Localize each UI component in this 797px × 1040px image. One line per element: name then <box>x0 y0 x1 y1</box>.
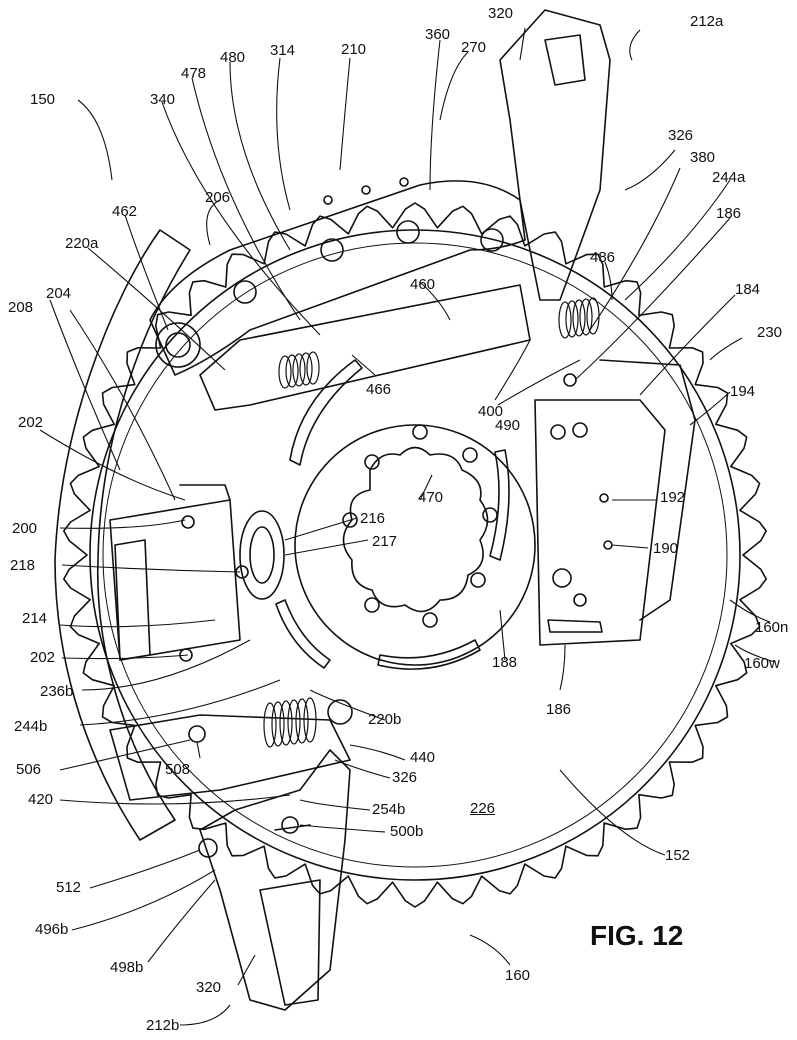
web-slot <box>275 599 331 669</box>
chainring-teeth <box>63 202 767 908</box>
label-320-bottom: 320 <box>196 979 222 996</box>
label-202-bottom: 202 <box>30 649 56 666</box>
figure-caption: FIG. 12 <box>590 920 684 951</box>
label-500b: 500b <box>390 823 424 840</box>
web-slot <box>489 449 510 561</box>
label-150: 150 <box>30 91 56 108</box>
label-380: 380 <box>690 149 716 166</box>
label-160n: 160n <box>755 619 789 636</box>
bottom-spring <box>263 697 317 748</box>
label-508: 508 <box>165 761 191 778</box>
label-217: 217 <box>372 533 398 550</box>
label-314: 314 <box>270 42 296 59</box>
label-466: 466 <box>366 381 392 398</box>
label-152: 152 <box>665 847 691 864</box>
top-spring-left <box>278 351 320 389</box>
label-326-top: 326 <box>668 127 694 144</box>
bolt-hole <box>422 612 438 628</box>
label-236b: 236b <box>40 683 74 700</box>
label-490: 490 <box>495 417 521 434</box>
label-218: 218 <box>10 557 36 574</box>
bolt-hole <box>462 447 478 463</box>
label-206: 206 <box>205 189 231 206</box>
label-496b: 496b <box>35 921 69 938</box>
label-498b: 498b <box>110 959 144 976</box>
label-440: 440 <box>410 749 436 766</box>
bolt-hole <box>412 424 428 440</box>
label-470: 470 <box>418 489 444 506</box>
spider-outer <box>294 424 536 666</box>
label-226: 226 <box>470 800 496 817</box>
top-lever-arm <box>499 9 611 301</box>
label-460: 460 <box>410 276 436 293</box>
left-actuator-box <box>109 499 241 661</box>
pivot-bushing-inner <box>165 332 191 358</box>
chainring-web-ring <box>102 242 728 868</box>
label-340: 340 <box>150 91 176 108</box>
label-212a: 212a <box>690 13 724 30</box>
right-actuator-box <box>534 399 666 646</box>
label-192: 192 <box>660 489 686 506</box>
label-244b: 244b <box>14 718 48 735</box>
bolt-hole <box>364 454 380 470</box>
label-512: 512 <box>56 879 82 896</box>
right-actuator-cover <box>599 359 696 621</box>
label-244a: 244a <box>712 169 746 186</box>
left-side-plate <box>54 229 191 841</box>
label-220a: 220a <box>65 235 99 252</box>
label-216: 216 <box>360 510 386 527</box>
label-188: 188 <box>492 654 518 671</box>
bolt-hole <box>342 512 358 528</box>
bottom-lever-arm <box>199 749 351 1011</box>
pivot-bushing <box>155 322 201 368</box>
label-220b: 220b <box>368 711 402 728</box>
label-230: 230 <box>757 324 783 341</box>
bolt-hole <box>470 572 486 588</box>
left-actuator-face <box>114 539 151 661</box>
label-160w: 160w <box>744 655 780 672</box>
label-478: 478 <box>181 65 207 82</box>
label-480: 480 <box>220 49 246 66</box>
label-160: 160 <box>505 967 531 984</box>
label-202-top: 202 <box>18 414 44 431</box>
label-326-bottom: 326 <box>392 769 418 786</box>
label-186-bottom: 186 <box>546 701 572 718</box>
label-320-top: 320 <box>488 5 514 22</box>
chainring-inner-edge <box>89 229 741 881</box>
label-486: 486 <box>590 249 616 266</box>
label-506: 506 <box>16 761 42 778</box>
label-360: 360 <box>425 26 451 43</box>
rotary-cam <box>239 510 285 600</box>
label-184: 184 <box>735 281 761 298</box>
bolt-hole <box>364 597 380 613</box>
web-slot <box>377 639 481 670</box>
label-462: 462 <box>112 203 138 220</box>
label-194: 194 <box>730 383 756 400</box>
label-212b: 212b <box>146 1017 180 1034</box>
label-400: 400 <box>478 403 504 420</box>
label-190: 190 <box>653 540 679 557</box>
label-214: 214 <box>22 610 48 627</box>
label-204: 204 <box>46 285 72 302</box>
web-slot <box>289 359 363 466</box>
label-186-top: 186 <box>716 205 742 222</box>
label-200: 200 <box>12 520 38 537</box>
bottom-shift-bracket <box>109 714 351 801</box>
label-210: 210 <box>341 41 367 58</box>
label-420: 420 <box>28 791 54 808</box>
label-270: 270 <box>461 39 487 56</box>
label-208: 208 <box>8 299 34 316</box>
label-254b: 254b <box>372 801 406 818</box>
spline-bore <box>342 446 489 613</box>
